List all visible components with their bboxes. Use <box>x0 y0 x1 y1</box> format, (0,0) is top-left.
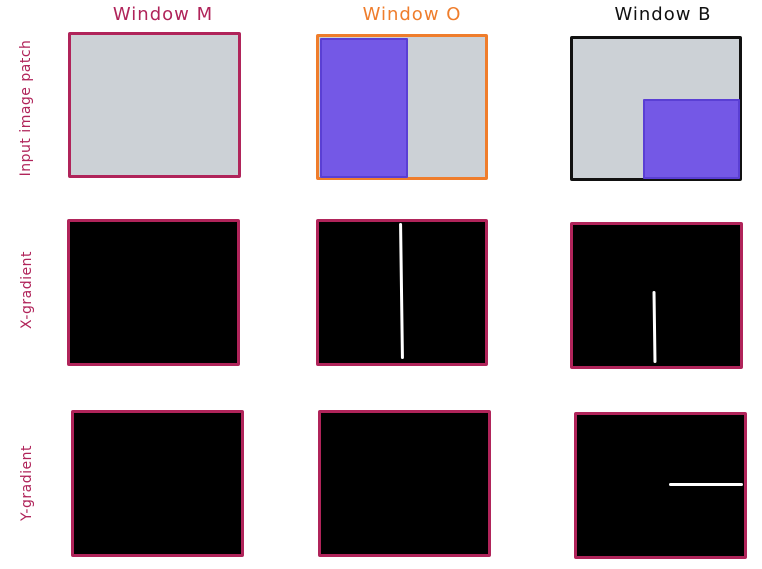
window-o-highlight-region <box>320 38 408 178</box>
window-o-input-patch <box>316 34 488 180</box>
window-b-x-edge-line <box>652 290 657 364</box>
window-o-x-edge-line <box>399 222 404 360</box>
window-m-y-gradient <box>71 410 244 557</box>
title-window-o: Window O <box>362 4 462 25</box>
title-window-b: Window B <box>614 4 712 25</box>
window-o-x-gradient <box>316 219 488 366</box>
window-b-input-patch <box>570 36 742 181</box>
window-m-input-patch <box>68 32 241 178</box>
row-label-y-gradient: Y-gradient <box>19 445 35 521</box>
window-b-y-edge-line <box>669 483 743 486</box>
window-m-x-gradient <box>67 219 240 366</box>
window-b-highlight-region <box>643 99 740 179</box>
title-window-m: Window M <box>112 4 214 25</box>
row-label-x-gradient: X-gradient <box>19 251 35 329</box>
window-o-y-gradient <box>318 410 491 557</box>
row-label-input-image-patch: Input image patch <box>18 39 34 177</box>
window-b-x-gradient <box>570 222 743 369</box>
window-b-y-gradient <box>574 412 747 559</box>
